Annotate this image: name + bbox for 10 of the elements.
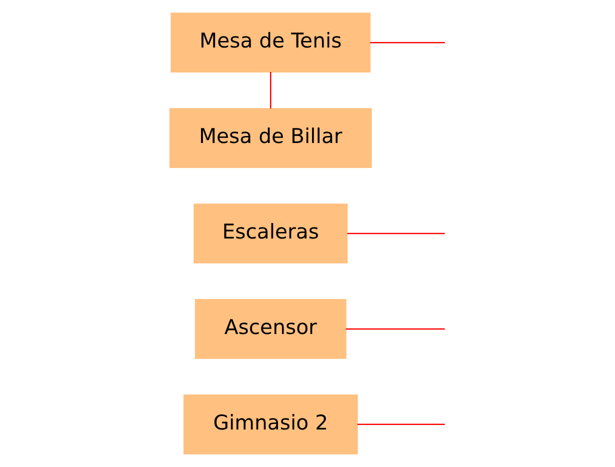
- node-box: Gimnasio 2: [182, 394, 358, 454]
- node-box: Escaleras: [193, 204, 348, 264]
- connector: [270, 72, 271, 109]
- connector: [346, 232, 444, 234]
- connector: [370, 42, 444, 44]
- node-box: Mesa de Tenis: [170, 12, 370, 72]
- connector: [345, 328, 444, 330]
- connector: [356, 424, 444, 426]
- node-box: Mesa de Billar: [168, 108, 372, 168]
- node-box: Ascensor: [194, 299, 346, 359]
